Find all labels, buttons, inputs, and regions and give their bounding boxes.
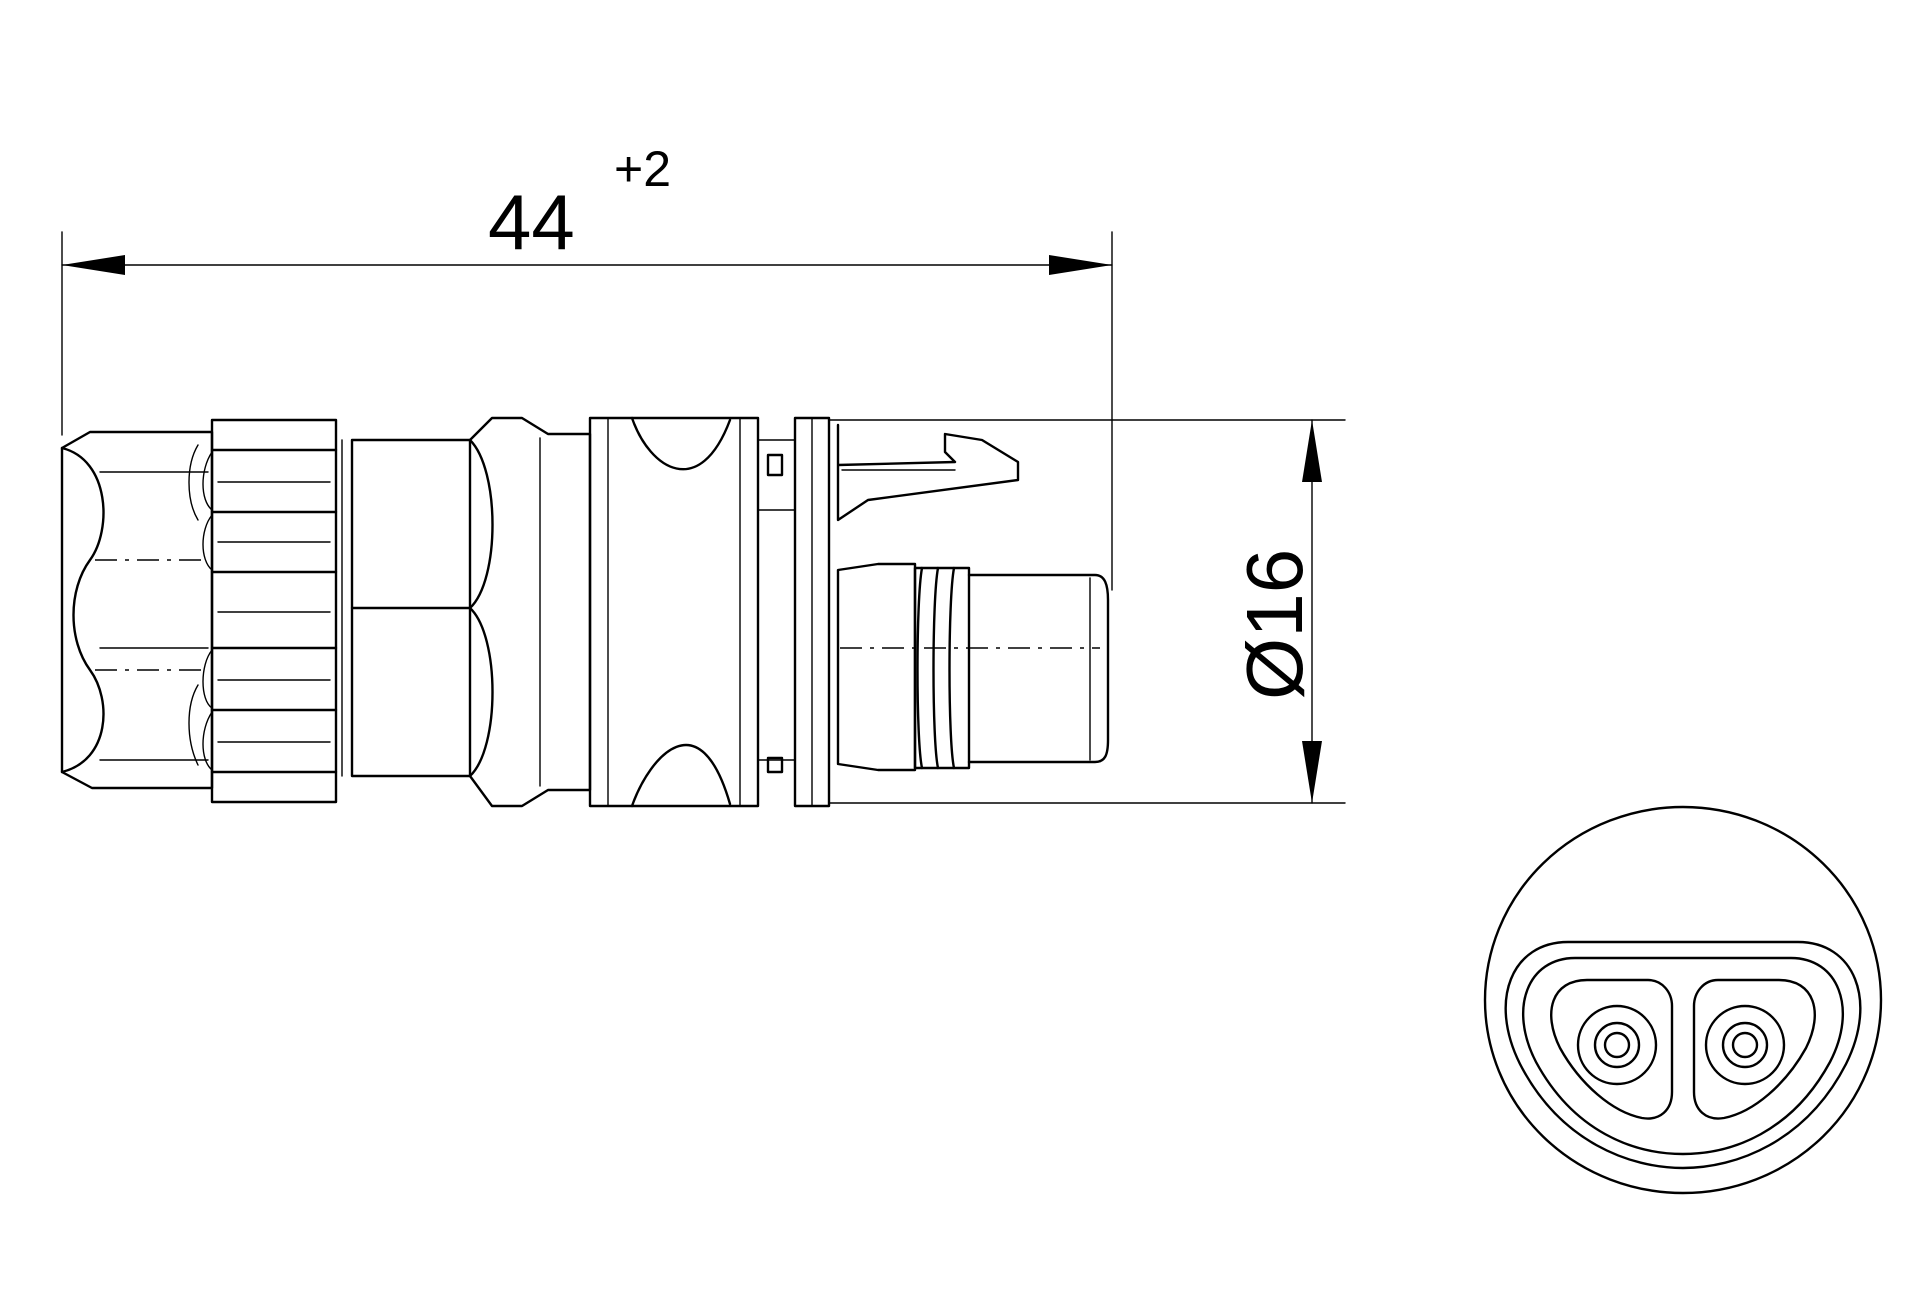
- arrowhead-right: [1049, 255, 1112, 275]
- diameter-value: Ø16: [1230, 549, 1319, 700]
- length-tolerance: +2: [614, 141, 671, 197]
- rear-gland-nut: [60, 430, 214, 790]
- length-dimension: 44 +2: [61, 141, 1113, 591]
- arrowhead-bottom: [1302, 741, 1322, 803]
- arrowhead-left: [62, 255, 125, 275]
- locking-sleeve: [588, 416, 796, 808]
- contact-pin-left: [1576, 1004, 1658, 1086]
- mounting-flange: [793, 416, 831, 808]
- plug-nose: [836, 562, 1110, 772]
- connector-front-view: [1483, 805, 1883, 1195]
- insulator-outline: [1504, 940, 1862, 1170]
- diameter-dimension: Ø16: [829, 419, 1346, 804]
- latch-hook: [836, 423, 1020, 522]
- arrowhead-top: [1302, 420, 1322, 482]
- knurled-coupling-ring: [202, 418, 338, 804]
- length-value: 44: [488, 178, 575, 266]
- contact-chamber-right: [1692, 978, 1816, 1120]
- front-view-outer-circle: [1483, 805, 1883, 1195]
- contact-pin-right: [1704, 1004, 1786, 1086]
- contact-chamber-left: [1550, 978, 1674, 1120]
- hex-body: [341, 438, 494, 778]
- connector-side-view: [60, 416, 1110, 808]
